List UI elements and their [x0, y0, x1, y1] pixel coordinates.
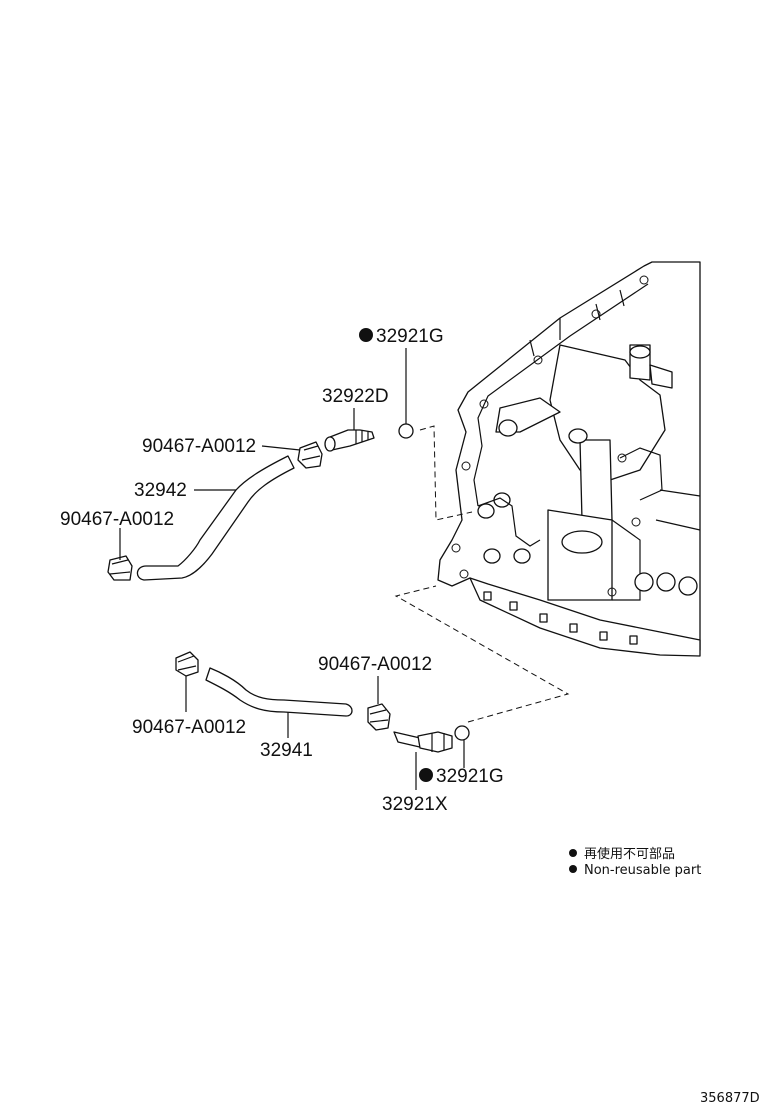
- legend-line-1: 再使用不可部品: [584, 846, 675, 862]
- legend: 再使用不可部品 Non-reusable part: [569, 846, 701, 878]
- legend-bullet-1: [569, 849, 577, 857]
- clamp-upper-left: [107, 555, 133, 581]
- clamp-upper-right: [297, 441, 323, 469]
- o-ring-top: [398, 423, 414, 439]
- label-32921x: 32921X: [382, 794, 448, 815]
- label-90467-upper-right: 90467-A0012: [142, 436, 256, 457]
- transmission-case: [437, 261, 701, 657]
- label-32922d: 32922D: [322, 386, 389, 407]
- leader-lines: [119, 348, 465, 790]
- legend-line-2: Non-reusable part: [584, 863, 701, 878]
- hose-32942: [136, 455, 295, 581]
- label-90467-upper-left: 90467-A0012: [60, 509, 174, 530]
- label-32941: 32941: [260, 740, 313, 761]
- clamp-lower-left: [175, 651, 199, 677]
- non-reusable-marker-top: [359, 328, 373, 342]
- top-fitting-leader: [419, 425, 473, 521]
- union-32922d: [324, 429, 375, 452]
- fitting-32921x: [393, 731, 453, 753]
- non-reusable-marker-bottom: [419, 768, 433, 782]
- hose-32941: [205, 667, 353, 717]
- label-32921g-top: 32921G: [376, 326, 444, 347]
- legend-bullet-2: [569, 865, 577, 873]
- label-32921g-bottom: 32921G: [436, 766, 504, 787]
- o-ring-bottom: [454, 725, 470, 741]
- label-90467-lower-left: 90467-A0012: [132, 717, 246, 738]
- label-90467-lower-right: 90467-A0012: [318, 654, 432, 675]
- figure-id: 356877D: [700, 1091, 760, 1106]
- clamp-lower-right: [367, 703, 391, 731]
- bottom-fitting-leader: [394, 585, 570, 723]
- label-32942: 32942: [134, 480, 187, 501]
